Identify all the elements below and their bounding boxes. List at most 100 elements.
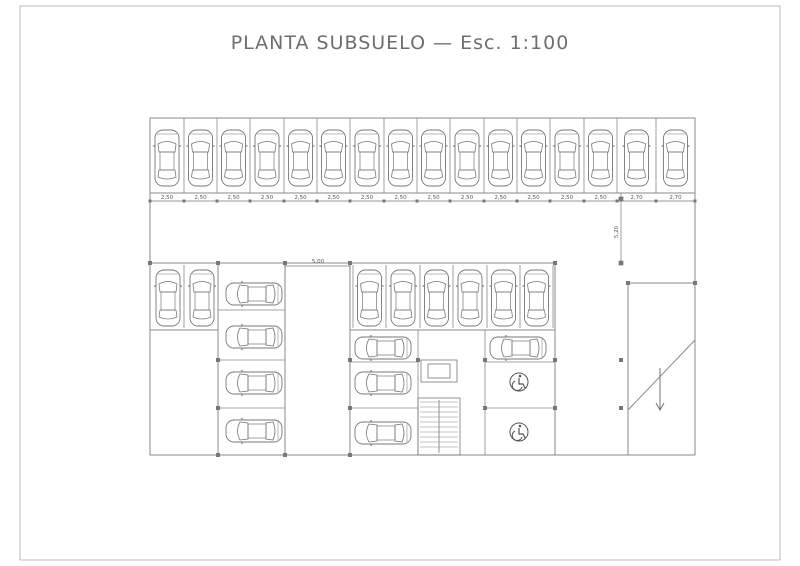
car-top-6: [318, 129, 349, 187]
column-marker: [619, 406, 623, 410]
dimension-label: 2,50: [227, 195, 240, 201]
car-mid-5: [488, 269, 519, 327]
car-top-15: [621, 129, 652, 187]
dimension-tick: [482, 199, 486, 203]
car-top-16: [660, 129, 691, 187]
column-marker: [148, 261, 152, 265]
dimension-label: 2,50: [294, 195, 307, 201]
column-marker: [483, 358, 487, 362]
dimension-label: 2,50: [494, 195, 507, 201]
car-mid-6: [521, 269, 552, 327]
car-top-11: [485, 129, 516, 187]
stairs-icon: [420, 401, 458, 448]
top-dimension-labels: 2,50 2,50 2,50 2,50 2,50 2,50 2,50 2,50 2,50 2,50…: [148, 195, 697, 203]
arrow-down-icon: [655, 368, 665, 411]
car-mh-1: [354, 334, 412, 362]
dimension-tick: [582, 199, 586, 203]
column-marker: [483, 406, 487, 410]
car-top-14: [585, 129, 616, 187]
dimension-tick: [448, 199, 452, 203]
car-mid-1: [354, 269, 385, 327]
column-marker: [348, 406, 352, 410]
left-vertical-stalls: [153, 265, 217, 328]
dimension-label: 2,50: [461, 195, 474, 201]
car-lh-4: [225, 417, 283, 445]
column-marker: [216, 453, 220, 457]
dimension-label: 2,50: [194, 195, 207, 201]
column-marker: [619, 358, 623, 362]
column-marker: [553, 406, 557, 410]
car-mh-3: [354, 419, 412, 447]
car-top-7: [352, 129, 382, 187]
column-marker: [283, 261, 287, 265]
car-mid-2: [388, 269, 418, 327]
dimension-tick: [282, 199, 286, 203]
dimension-label: 2,50: [427, 195, 440, 201]
column-marker: [416, 358, 420, 362]
car-mid-4: [455, 269, 485, 327]
car-mh-2: [354, 369, 412, 397]
dimension-label: 2,50: [261, 195, 274, 201]
dimension-tick: [693, 199, 697, 203]
dimension-label: 2,70: [669, 195, 682, 201]
middle-vertical-stalls: [352, 265, 554, 328]
car-lh-2: [225, 323, 283, 351]
drawing-title: PLANTA SUBSUELO — Esc. 1:100: [230, 32, 570, 54]
dimension-tick: [315, 199, 319, 203]
aisle-dimension-label: 5,00: [312, 259, 325, 265]
dimension-label: 2,50: [361, 195, 374, 201]
dimension-tick: [215, 199, 219, 203]
dimension-tick: [515, 199, 519, 203]
column-marker: [626, 281, 630, 285]
wheelchair-icon-2: [509, 422, 529, 442]
dimension-tick: [248, 199, 252, 203]
dimension-tick: [654, 199, 658, 203]
dimension-label: 2,50: [327, 195, 340, 201]
top-car-row: [152, 129, 691, 187]
car-left-2: [187, 269, 217, 327]
right-dimension-line: [618, 193, 624, 266]
column-marker: [216, 261, 220, 265]
car-top-12: [518, 129, 549, 187]
column-marker: [216, 406, 220, 410]
car-top-1: [152, 129, 182, 187]
dimension-label: 2,50: [394, 195, 407, 201]
dimension-label: 2,50: [527, 195, 540, 201]
column-marker: [216, 358, 220, 362]
dimension-tick: [182, 199, 186, 203]
car-top-13: [552, 129, 582, 187]
wheelchair-icon: [509, 372, 529, 392]
column-marker: [553, 261, 557, 265]
dimension-tick: [548, 199, 552, 203]
dimension-tick: [148, 199, 152, 203]
car-top-3: [218, 129, 249, 187]
car-rh-1: [489, 334, 547, 362]
dimension-tick: [615, 199, 619, 203]
middle-lower-right: [484, 330, 555, 455]
dimension-tick: [415, 199, 419, 203]
column-marker: [348, 453, 352, 457]
column-marker: [553, 358, 557, 362]
car-top-9: [418, 129, 449, 187]
left-horizontal-stalls: [218, 309, 285, 409]
stairs-core: [417, 359, 461, 456]
column-marker: [348, 358, 352, 362]
dimension-tick: [382, 199, 386, 203]
car-mid-3: [421, 269, 452, 327]
dimension-label: 2,70: [630, 195, 643, 201]
car-top-5: [285, 129, 316, 187]
dimension-tick: [348, 199, 352, 203]
column-marker: [283, 453, 287, 457]
car-left-1: [153, 269, 183, 327]
dimension-label: 2,50: [161, 195, 174, 201]
column-marker: [693, 281, 697, 285]
column-marker: [348, 261, 352, 265]
dimension-label: 2,50: [561, 195, 574, 201]
car-top-10: [452, 129, 482, 187]
car-lh-3: [225, 369, 283, 397]
car-lh-1: [225, 280, 283, 308]
car-top-4: [252, 129, 282, 187]
sheet-border: [19, 5, 781, 561]
